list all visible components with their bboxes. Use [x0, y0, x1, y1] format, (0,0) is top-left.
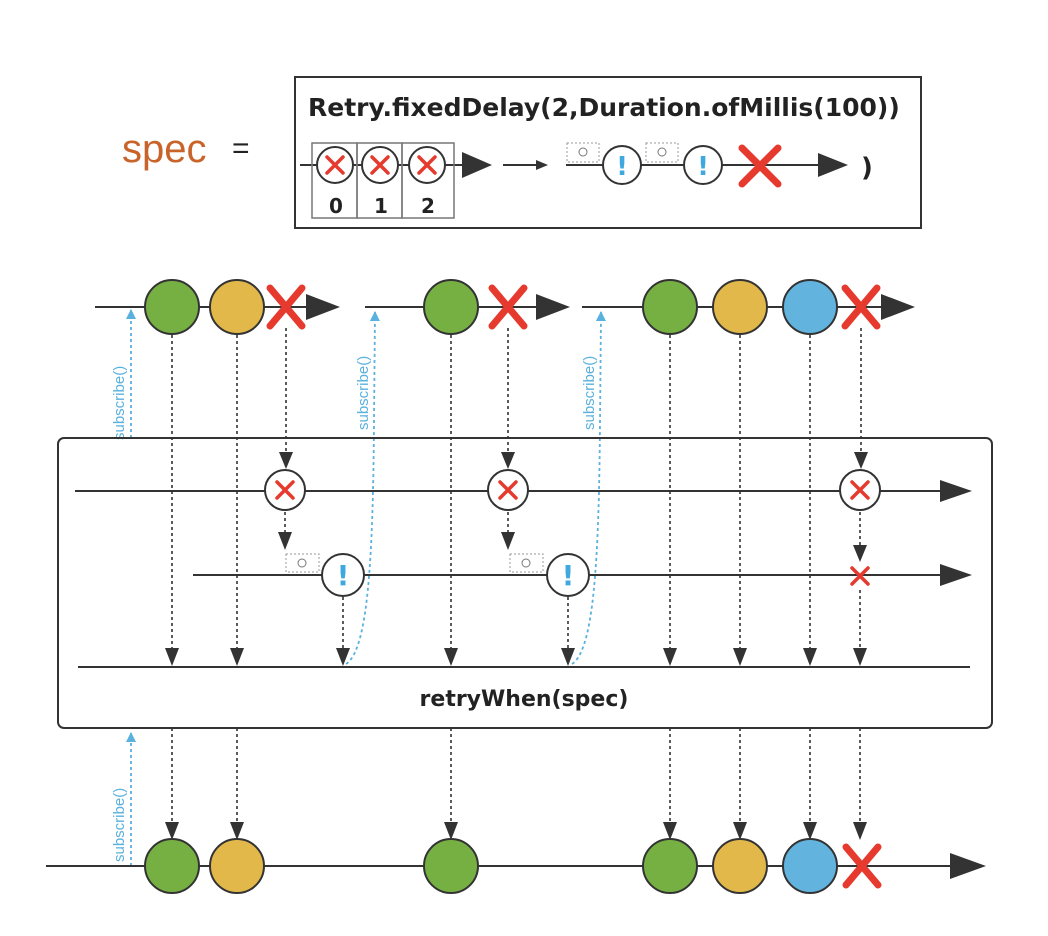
marble-green	[642, 279, 698, 335]
clock-icon	[657, 147, 667, 157]
retry-signal-glyph: !	[337, 559, 350, 592]
subscribe-arrow-3: subscribe()	[571, 311, 606, 665]
source-arrowhead	[536, 294, 570, 320]
marble-green	[423, 279, 479, 335]
error-signal-3	[839, 469, 881, 511]
flow-arrowheads-bottom	[165, 822, 867, 840]
attempt-error-0	[316, 146, 354, 184]
retry-signal-b: !	[546, 553, 590, 597]
marble-yellow	[209, 838, 265, 894]
retry-companion-timeline: ! !	[193, 553, 972, 597]
clock-icon	[578, 147, 588, 157]
delay-box-0	[566, 142, 600, 163]
marble-green	[423, 838, 479, 894]
spec-formula: Retry.fixedDelay(2,Duration.ofMillis(100…	[308, 93, 900, 122]
error-signal-1	[264, 469, 306, 511]
marble-green	[144, 279, 200, 335]
attempt-error-1	[361, 146, 399, 184]
marble-yellow	[712, 838, 768, 894]
output-error	[842, 843, 882, 889]
spec-attempts-timeline: 0 1 2	[300, 142, 492, 219]
flow-arrowheads-top	[165, 452, 868, 666]
subscribe-label: subscribe()	[355, 356, 372, 430]
source-error	[266, 284, 306, 330]
attempt-cell-2	[401, 142, 455, 219]
attempt-error-2	[408, 146, 446, 184]
output-arrowhead	[950, 853, 986, 879]
spec-retry-timeline: ! !	[566, 142, 848, 188]
retry-signal-0: !	[602, 145, 642, 185]
spec-retry-arrowhead	[818, 153, 848, 177]
retry-signal-glyph: !	[562, 559, 575, 592]
companion-error	[850, 566, 870, 586]
clock-icon	[521, 558, 531, 568]
attempt-index-1: 1	[374, 194, 388, 218]
delay-box	[509, 553, 544, 573]
retry-companion-arrowhead	[940, 564, 972, 586]
subscribe-label: subscribe()	[111, 366, 128, 440]
spec-label: spec	[122, 127, 207, 171]
errors-timeline	[75, 469, 972, 511]
source-timeline-2	[365, 279, 570, 335]
subscribe-arrow-1: subscribe()	[111, 309, 136, 440]
source-timeline-3	[582, 279, 915, 335]
delay-box	[285, 553, 320, 573]
retry-signal-glyph: !	[616, 152, 628, 182]
retry-signal-1: !	[683, 145, 723, 185]
operator-box	[57, 437, 993, 729]
subscribe-label: subscribe()	[111, 788, 128, 862]
source-error	[488, 284, 528, 330]
clock-icon	[297, 558, 307, 568]
marble-yellow	[712, 279, 768, 335]
spec-terminal-error	[738, 144, 782, 188]
subscribe-arrow-output: subscribe()	[111, 732, 136, 866]
operator-label: retryWhen(spec)	[420, 687, 629, 712]
attempt-index-0: 0	[329, 194, 343, 218]
retry-signal-glyph: !	[697, 152, 709, 182]
errors-arrowhead	[940, 480, 972, 502]
source-error	[841, 284, 881, 330]
source-arrowhead	[306, 294, 340, 320]
flow-arrows-bottom	[171, 728, 861, 822]
marble-green	[642, 838, 698, 894]
source-arrowhead	[881, 294, 915, 320]
marble-green	[144, 838, 200, 894]
retry-signal-a: !	[321, 553, 365, 597]
output-timeline	[46, 838, 986, 894]
marble-blue	[782, 279, 838, 335]
subscribe-arrow-2: subscribe()	[345, 311, 380, 665]
marble-blue	[782, 838, 838, 894]
subscribe-label: subscribe()	[581, 356, 598, 430]
flow-arrows-top	[171, 328, 862, 648]
maps-to-arrow	[503, 160, 548, 170]
marble-yellow	[209, 279, 265, 335]
spec-closing-paren: )	[861, 153, 873, 183]
equals-sign: =	[232, 132, 250, 165]
source-timeline-1	[95, 279, 340, 335]
spec-timeline-arrowhead	[462, 152, 492, 178]
delay-box-1	[645, 142, 679, 163]
error-signal-2	[487, 469, 529, 511]
attempt-index-2: 2	[421, 194, 435, 218]
